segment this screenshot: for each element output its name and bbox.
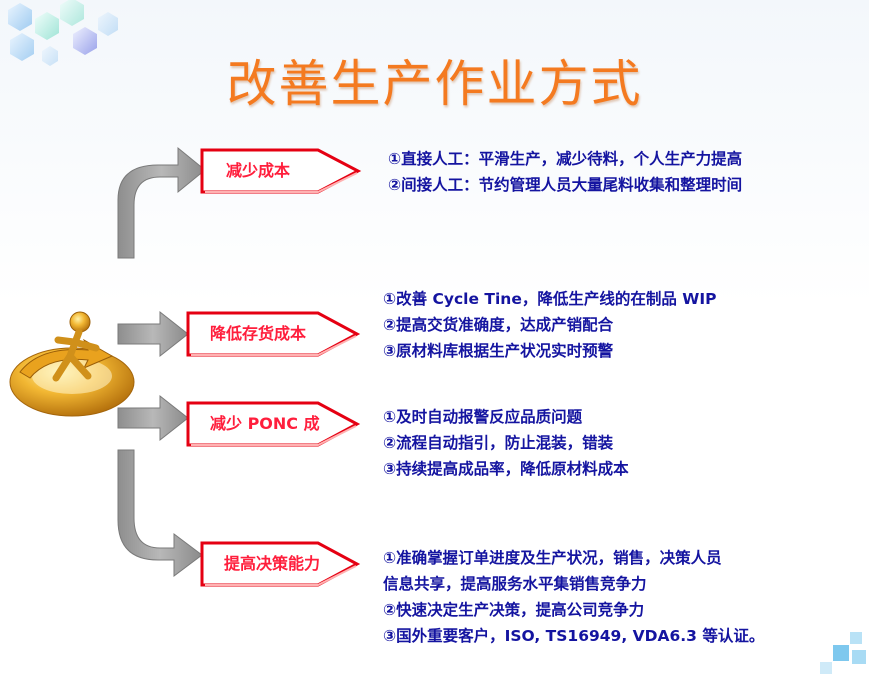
desc-line: ③国外重要客户，ISO, TS16949, VDA6.3 等认证。: [383, 627, 765, 645]
desc-block-1: ①直接人工：平滑生产，减少待料，个人生产力提高 ②间接人工：节约管理人员大量尾料…: [388, 146, 742, 198]
desc-line: ③持续提高成品率，降低原材料成本: [383, 460, 629, 478]
desc-block-4: ①准确掌握订单进度及生产状况，销售，决策人员 信息共享，提高服务水平集销售竞争力…: [383, 545, 764, 649]
corner-squares-decoration: [820, 632, 866, 674]
desc-line: ①改善 Cycle Tine，降低生产线的在制品 WIP: [383, 290, 717, 308]
label-frame-1: [200, 148, 362, 194]
desc-line: ①准确掌握订单进度及生产状况，销售，决策人员: [383, 549, 722, 567]
desc-line: ②流程自动指引，防止混装，错装: [383, 434, 614, 452]
arrow-down-curve: [117, 449, 203, 577]
desc-line: ①直接人工：平滑生产，减少待料，个人生产力提高: [388, 150, 743, 168]
desc-line: 信息共享，提高服务水平集销售竞争力: [383, 575, 647, 593]
label-improve-decision: 提高决策能力: [206, 543, 320, 585]
desc-line: ②快速决定生产决策，提高公司竞争力: [383, 601, 645, 619]
page-title: 改善生产作业方式: [226, 55, 643, 113]
label-frame-2: [186, 311, 361, 357]
desc-block-3: ①及时自动报警反应品质问题 ②流程自动指引，防止混装，错装 ③持续提高成品率，降…: [383, 404, 629, 482]
desc-line: ②间接人工：节约管理人员大量尾料收集和整理时间: [388, 176, 743, 194]
desc-line: ①及时自动报警反应品质问题: [383, 408, 583, 426]
desc-block-2: ①改善 Cycle Tine，降低生产线的在制品 WIP ②提高交货准确度，达成…: [383, 286, 716, 364]
label-reduce-ponc: 减少 PONC 成: [192, 403, 320, 445]
desc-line: ③原材料库根据生产状况实时预警: [383, 342, 614, 360]
arrow-up-curve: [117, 146, 206, 259]
arrow-right-3: [117, 394, 189, 442]
gold-cycle-figure-icon: [9, 311, 135, 417]
label-frame-4: [200, 541, 361, 587]
label-reduce-inventory-cost-text: 降低存货成本: [210, 324, 307, 343]
arrow-right-2: [117, 310, 189, 358]
desc-line: ②提高交货准确度，达成产销配合: [383, 316, 614, 334]
label-frame-3: [186, 401, 361, 447]
label-reduce-ponc-text: 减少 PONC 成: [210, 414, 320, 433]
label-reduce-cost: 减少成本: [208, 150, 290, 192]
label-reduce-cost-text: 减少成本: [226, 161, 291, 180]
label-improve-decision-text: 提高决策能力: [224, 554, 321, 573]
label-reduce-inventory-cost: 降低存货成本: [192, 313, 306, 355]
hexagon-decoration: [8, 0, 118, 66]
